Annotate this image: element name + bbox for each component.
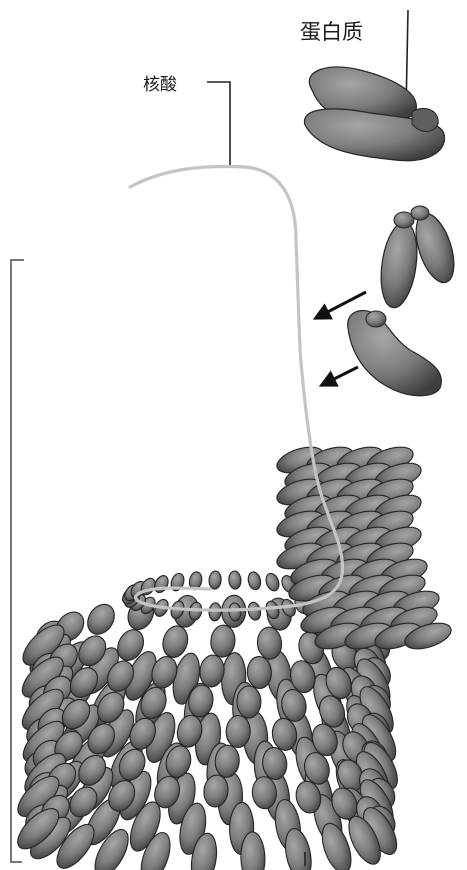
capsid-neck	[274, 442, 454, 654]
capsid-subunit	[228, 571, 241, 590]
capsid-subunit	[237, 686, 261, 718]
capsid-subunit	[208, 571, 221, 590]
nucleic-acid-leader-line	[207, 82, 230, 168]
height-bracket	[11, 260, 24, 862]
capsid-subunit	[226, 715, 251, 748]
capsid-subunit	[264, 572, 281, 593]
arrow-icon	[322, 367, 358, 385]
nucleic-acid-label: 核酸	[143, 70, 177, 95]
capsid-subunit	[247, 601, 263, 621]
capsid-subunit	[247, 571, 263, 591]
protein-subunit	[348, 310, 442, 395]
protein-subunit	[304, 67, 444, 161]
capsid-subunit	[152, 573, 171, 594]
protein-label: 蛋白质	[300, 16, 363, 46]
protein-subunit	[376, 206, 461, 310]
capsid-subunit	[82, 599, 120, 639]
